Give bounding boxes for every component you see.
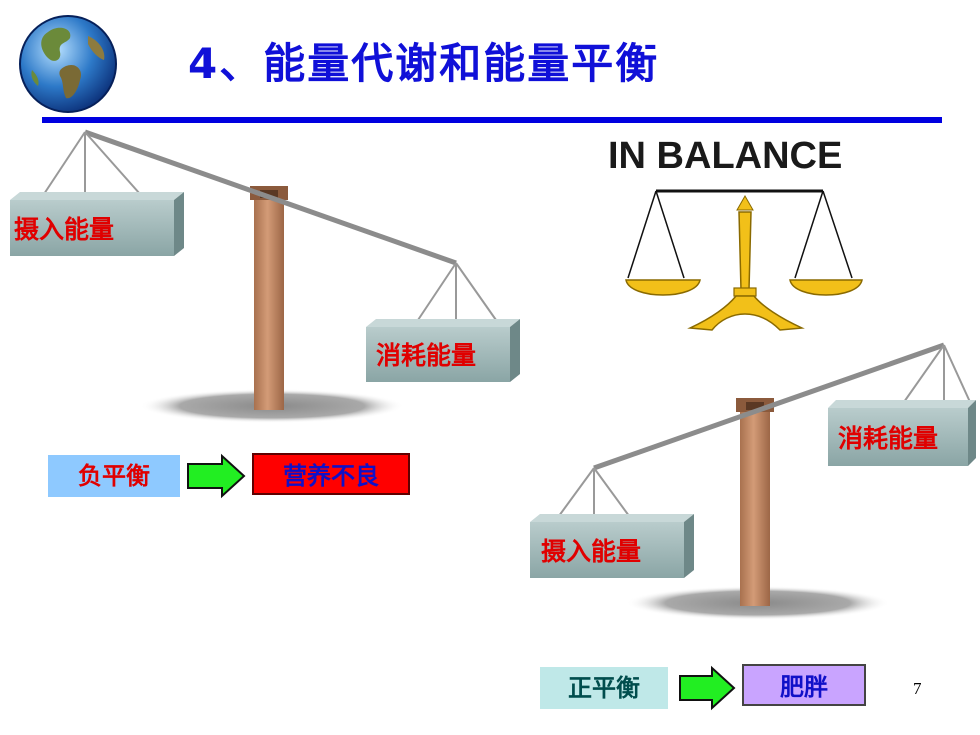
expenditure-energy-label: 消耗能量 (376, 341, 477, 370)
positive-balance-scale (530, 342, 976, 620)
balance-scale-icon (625, 189, 863, 331)
positive-balance-tag: 正平衡 (540, 667, 668, 709)
intake-energy-label: 摄入能量 (541, 537, 642, 566)
in-balance-caption: IN BALANCE (608, 135, 843, 177)
page-number: 7 (913, 679, 922, 698)
arrow-right-icon (679, 665, 736, 711)
title-divider (42, 117, 942, 123)
scale-pole (740, 410, 770, 606)
negative-balance-scale (10, 129, 520, 423)
page-title: 4、能量代谢和能量平衡 (188, 39, 660, 88)
obesity-tag: 肥胖 (742, 664, 866, 706)
arrow-right-icon (187, 453, 246, 499)
expenditure-energy-label: 消耗能量 (838, 424, 939, 453)
scale-beam (593, 342, 945, 471)
light-pan-box (366, 327, 510, 382)
scale-beam (84, 129, 457, 266)
heavy-pan-box (530, 522, 684, 578)
light-pan-box (828, 408, 968, 466)
malnutrition-tag: 营养不良 (252, 453, 410, 495)
heavy-pan-box (10, 200, 174, 256)
globe-icon (19, 15, 117, 113)
intake-energy-label: 摄入能量 (14, 215, 115, 244)
scale-pole (254, 196, 284, 410)
negative-balance-tag: 负平衡 (48, 455, 180, 497)
